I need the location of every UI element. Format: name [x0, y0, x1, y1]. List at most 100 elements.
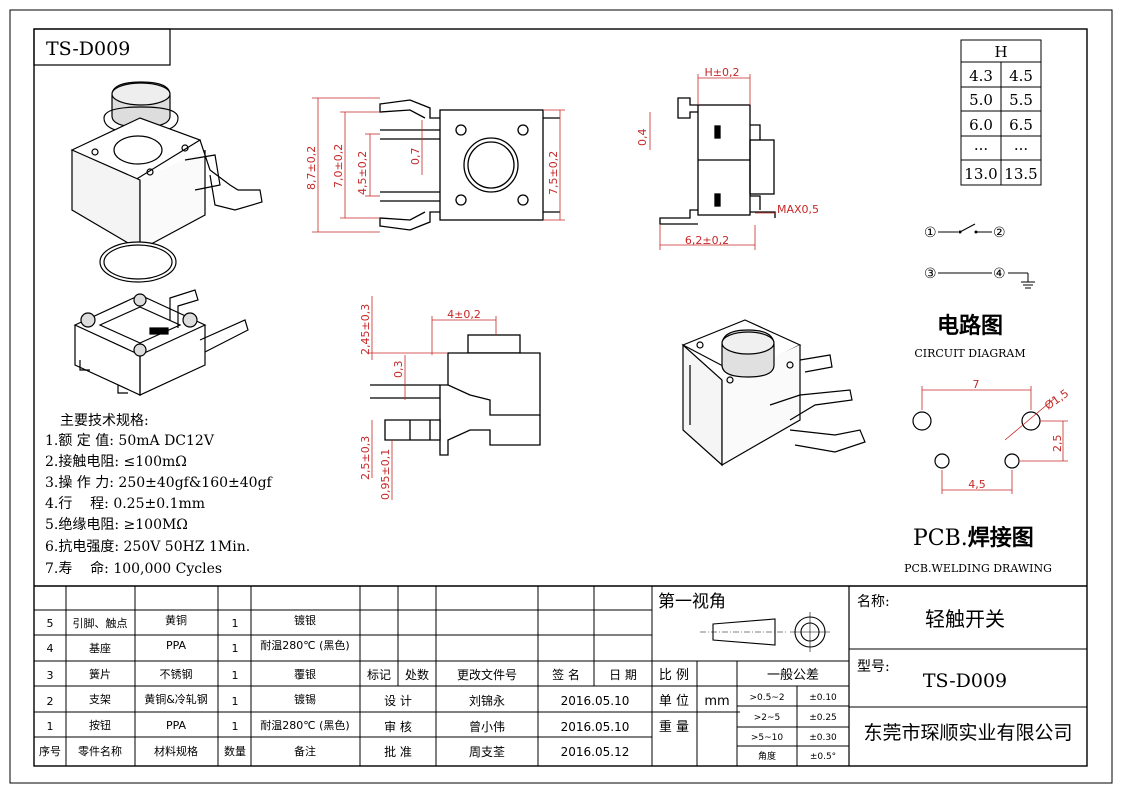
bom-cell: 镀银: [294, 613, 316, 627]
dim-pcb-pitch-h: 4,5: [968, 478, 986, 491]
spec-item: 3.操 作 力: 250±40gf&160±40gf: [45, 475, 274, 491]
assembled-iso-view: [681, 319, 866, 467]
info-block: 名称: 轻触开关 型号: TS-D009 东莞市琛顺实业有限公司: [857, 594, 1073, 744]
weight-label: 重 量: [659, 719, 689, 735]
bom-header: 数量: [224, 745, 246, 758]
h-cell: 13.0: [964, 165, 997, 183]
pcb-hole: [1021, 411, 1041, 431]
tolerance-value: ±0.10: [809, 693, 837, 703]
tolerance-value: ±0.30: [809, 733, 837, 743]
revision-name: 刘锦永: [469, 694, 505, 708]
side-view-dims: H±0,2 0,4 MAX0,5 6,2±0,2: [636, 66, 819, 250]
bom-header: 序号: [39, 744, 61, 758]
bom-cell: 1: [232, 720, 239, 733]
bom-cell: 1: [232, 617, 239, 630]
circuit-node-4: ④: [993, 266, 1006, 282]
tolerance-title: 一般公差: [767, 667, 819, 683]
dim-max: MAX0,5: [777, 203, 819, 216]
h-table-header: H: [994, 43, 1007, 61]
bom-header: 材料规格: [154, 744, 198, 758]
spec-item: 7.寿 命: 100,000 Cycles: [45, 560, 222, 577]
inner-frame: [33, 28, 1088, 767]
bom-cell: 覆银: [294, 667, 316, 681]
bom-cell: 1: [232, 669, 239, 682]
revision-header: 更改文件号: [457, 667, 517, 682]
pcb-layout: 7 Ø1,5 2,5 4,5 PCB.焊接图 PCB.WELDING DRAWI…: [904, 378, 1071, 575]
pcb-hole: [1004, 453, 1020, 469]
dim-h: H±0,2: [705, 66, 740, 79]
tolerance-range: >2~5: [754, 713, 781, 723]
revision-name: 周支荃: [469, 745, 505, 759]
tolerance-value: ±0.25: [809, 713, 837, 723]
pcb-subtitle: PCB.WELDING DRAWING: [904, 562, 1052, 575]
unit-label: 单 位: [659, 694, 689, 709]
specifications: 主要技术规格: 1.额 定 值: 50mA DC12V 2.接触电阻: ≤100…: [45, 413, 274, 577]
revision-date: 2016.05.10: [561, 720, 630, 734]
h-cell: 4.5: [1009, 67, 1033, 85]
dim-height-total: 8,7±0,2: [305, 146, 318, 190]
bom-cell: 引脚、触点: [73, 616, 128, 630]
dim-body-height: 7,5±0,2: [547, 151, 560, 195]
name-value: 轻触开关: [925, 607, 1005, 631]
bom-cell: 不锈钢: [160, 668, 193, 681]
dim-pitch: 4,5±0,2: [356, 151, 369, 195]
revision-role: 审 核: [384, 719, 412, 734]
revision-header: 处数: [405, 667, 429, 682]
revision-header: 标记: [367, 668, 391, 682]
dim-gap: 0,3: [392, 361, 405, 379]
dim-top-width: 4±0,2: [447, 308, 481, 321]
lower-side-dims: 4±0,2 2,45±0,3 0,3 2,5±0,3 0,95±0,1: [359, 296, 497, 500]
exploded-iso-view: [70, 81, 263, 396]
h-table: H 4.3 4.5 5.0 5.5 6.0 6.5 ··· ··· 13.0 1…: [960, 39, 1042, 186]
tolerance-block: 一般公差 >0.5~2 ±0.10 >2~5 ±0.25 >5~10 ±0.30…: [749, 667, 837, 762]
dim-pin-width: 0,7: [409, 148, 422, 166]
spec-item: 4.行 程: 0.25±0.1mm: [45, 496, 205, 512]
dim-offset: 0,4: [636, 129, 649, 147]
spec-item: 6.抗电强度: 250V 50HZ 1Min.: [45, 539, 250, 555]
h-cell: 6.5: [1009, 116, 1033, 134]
revision-name: 曾小伟: [469, 720, 505, 734]
revision-date: 2016.05.12: [561, 745, 630, 759]
spec-heading: 主要技术规格:: [60, 413, 149, 429]
bom-cell: 1: [47, 720, 54, 733]
h-cell: 13.5: [1004, 165, 1037, 183]
bom-cell: 按钮: [89, 718, 111, 732]
projection-cone-icon: [712, 618, 776, 646]
projection-block: 第一视角: [658, 592, 830, 652]
h-cell: ···: [1014, 140, 1028, 158]
h-cell: 5.5: [1009, 91, 1033, 109]
pcb-title: PCB.焊接图: [913, 525, 1034, 551]
tolerance-range: >0.5~2: [749, 693, 784, 703]
bom-cell: 黄铜&冷轧钢: [144, 692, 208, 706]
bom-cell: 黄铜: [165, 613, 187, 627]
bom-cell: 3: [47, 669, 54, 682]
h-cell: 5.0: [969, 91, 993, 109]
revision-block: 标记 处数 更改文件号 签 名 日 期 设 计 刘锦永 2016.05.10 审…: [367, 667, 637, 759]
model-value: TS-D009: [923, 670, 1007, 692]
dim-pin: 0,95±0,1: [379, 449, 392, 500]
revision-header: 签 名: [552, 667, 580, 682]
spec-item: 5.绝缘电阻: ≥100MΩ: [45, 517, 188, 533]
h-cell: ···: [974, 140, 988, 158]
tolerance-value: ±0.5°: [810, 752, 836, 762]
spec-item: 1.额 定 值: 50mA DC12V: [45, 433, 215, 449]
dim-h2: 2,5±0,3: [359, 436, 372, 480]
bom-cell: 基座: [89, 641, 111, 655]
bom-header: 备注: [294, 744, 316, 758]
revision-role: 设 计: [384, 694, 412, 708]
h-cell: 4.3: [969, 67, 993, 85]
bom-cell: 1: [232, 695, 239, 708]
dim-height-legs: 7,0±0,2: [332, 144, 345, 188]
dim-h1: 2,45±0,3: [359, 304, 372, 355]
bom-cell: 耐温280℃ (黑色): [260, 718, 349, 732]
bom-cell: 耐温280℃ (黑色): [260, 638, 349, 652]
circuit-node-3: ③: [924, 266, 937, 282]
side-view: [659, 97, 776, 225]
company-name: 东莞市琛顺实业有限公司: [863, 722, 1072, 744]
projection-label: 第一视角: [658, 592, 726, 612]
dim-pcb-pitch-v: 2,5: [1051, 435, 1064, 453]
part-code: TS-D009: [46, 38, 130, 60]
circuit-node-1: ①: [924, 225, 937, 241]
pcb-hole: [934, 453, 950, 469]
